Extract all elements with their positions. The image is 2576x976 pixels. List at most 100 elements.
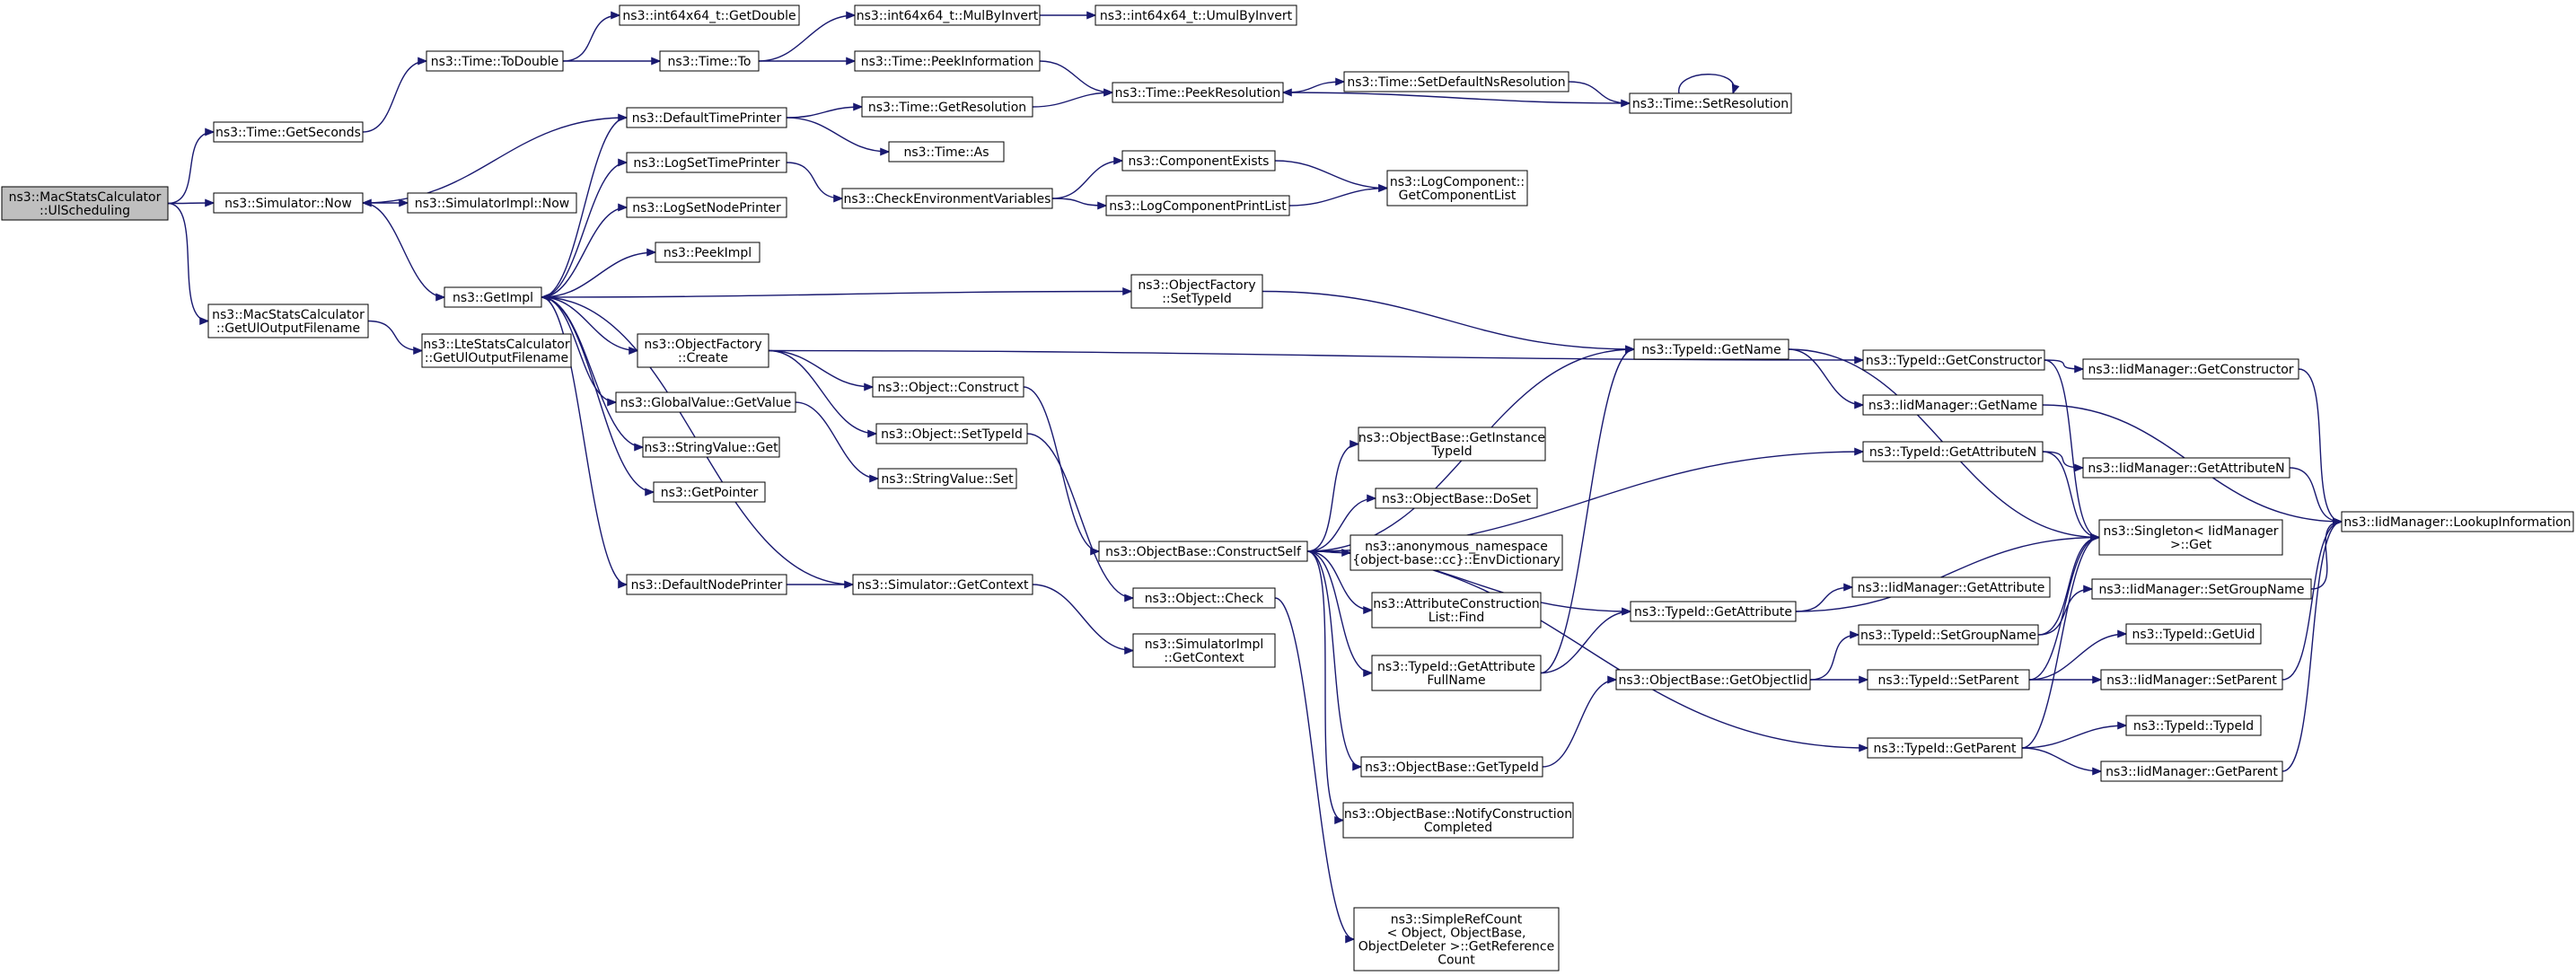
- edge-log-component-print-list-to-log-component-get-component-list: [1288, 187, 1388, 207]
- edge-object-check-to-simple-ref-count-get-reference-count: [1274, 597, 1355, 940]
- edge-type-id-get-attribute-n-to-singleton-get: [2042, 451, 2100, 539]
- node-object-base-do-set[interactable]: ns3::ObjectBase::DoSet: [1375, 488, 1538, 509]
- node-mac-stats-calculator-ul-scheduling[interactable]: ns3::MacStatsCalculator::UlScheduling: [1, 186, 169, 221]
- node-default-time-printer[interactable]: ns3::DefaultTimePrinter: [626, 107, 787, 128]
- node-object-factory-set-type-id[interactable]: ns3::ObjectFactory::SetTypeId: [1130, 274, 1263, 309]
- node-label-line: ns3::IidManager::LookupInformation: [2343, 515, 2571, 530]
- node-label-line: ns3::MacStatsCalculator: [212, 308, 365, 322]
- node-simulator-impl-get-context[interactable]: ns3::SimulatorImpl::GetContext: [1132, 633, 1276, 668]
- node-simulator-get-context[interactable]: ns3::Simulator::GetContext: [852, 574, 1033, 595]
- node-time-as[interactable]: ns3::Time::As: [888, 141, 1005, 163]
- node-peek-impl[interactable]: ns3::PeekImpl: [655, 242, 760, 263]
- node-global-value-get-value[interactable]: ns3::GlobalValue::GetValue: [615, 391, 796, 413]
- node-type-id-get-attribute[interactable]: ns3::TypeId::GetAttribute: [1630, 601, 1797, 622]
- node-singleton-get[interactable]: ns3::Singleton< IidManager >::Get: [2098, 519, 2283, 556]
- node-type-id-get-name[interactable]: ns3::TypeId::GetName: [1633, 339, 1789, 360]
- edge-get-impl-to-default-time-printer: [541, 117, 628, 298]
- node-type-id-get-attribute-n[interactable]: ns3::TypeId::GetAttributeN: [1862, 441, 2044, 462]
- edge-arrowhead: [2117, 629, 2128, 638]
- node-log-component-get-component-list[interactable]: ns3::LogComponent::GetComponentList: [1386, 170, 1528, 207]
- node-simple-ref-count-get-reference-count[interactable]: ns3::SimpleRefCount< Object, ObjectBase,…: [1353, 907, 1560, 972]
- edge-iid-manager-get-constructor-to-iid-manager-lookup-information: [2298, 368, 2343, 523]
- node-log-component-print-list[interactable]: ns3::LogComponentPrintList: [1105, 195, 1290, 216]
- edge-type-id-get-attribute-full-name-to-type-id-get-name: [1540, 348, 1635, 674]
- node-time-to-double[interactable]: ns3::Time::ToDouble: [426, 50, 564, 72]
- edge-iid-manager-get-attribute-n-to-iid-manager-lookup-information: [2289, 467, 2343, 523]
- node-iid-manager-set-parent[interactable]: ns3::IidManager::SetParent: [2100, 669, 2283, 690]
- node-box: [207, 303, 369, 339]
- node-label-line: ns3::TypeId::GetAttribute: [1634, 605, 1792, 620]
- node-time-peek-resolution[interactable]: ns3::Time::PeekResolution: [1112, 82, 1284, 103]
- node-string-value-set[interactable]: ns3::StringValue::Set: [877, 468, 1017, 489]
- node-time-set-default-ns-resolution[interactable]: ns3::Time::SetDefaultNsResolution: [1343, 71, 1569, 92]
- node-iid-manager-get-attribute-n[interactable]: ns3::IidManager::GetAttributeN: [2082, 457, 2290, 479]
- edge-arrowhead: [1281, 88, 1292, 97]
- node-lte-stats-calculator-get-ul-output-filename[interactable]: ns3::LteStatsCalculator::GetUlOutputFile…: [421, 333, 572, 368]
- node-type-id-set-parent[interactable]: ns3::TypeId::SetParent: [1867, 669, 2030, 690]
- node-object-construct[interactable]: ns3::Object::Construct: [872, 376, 1024, 398]
- node-object-check[interactable]: ns3::Object::Check: [1132, 587, 1276, 609]
- node-box: [888, 141, 1005, 163]
- edge-arrowhead: [607, 398, 618, 407]
- edge-type-id-set-parent-to-type-id-get-uid: [2028, 633, 2127, 681]
- node-label-line: ns3::anonymous_namespace: [1365, 540, 1548, 554]
- node-default-node-printer[interactable]: ns3::DefaultNodePrinter: [626, 574, 787, 595]
- node-object-base-construct-self[interactable]: ns3::ObjectBase::ConstructSelf: [1098, 541, 1308, 562]
- node-time-set-resolution[interactable]: ns3::Time::SetResolution: [1629, 92, 1792, 114]
- node-int64x64-get-double[interactable]: ns3::int64x64_t::GetDouble: [619, 4, 800, 26]
- node-component-exists[interactable]: ns3::ComponentExists: [1121, 150, 1276, 171]
- node-object-base-get-type-id[interactable]: ns3::ObjectBase::GetTypeId: [1360, 756, 1543, 778]
- node-mac-stats-calculator-get-ul-output-filename[interactable]: ns3::MacStatsCalculator::GetUlOutputFile…: [207, 303, 369, 339]
- edge-get-impl-to-peek-impl: [541, 251, 656, 298]
- node-object-base-get-object-iid[interactable]: ns3::ObjectBase::GetObjectIid: [1615, 669, 1811, 690]
- edge-time-peek-information-to-time-peek-resolution: [1039, 60, 1113, 93]
- node-label-line: GetComponentList: [1399, 189, 1517, 203]
- node-type-id-set-group-name[interactable]: ns3::TypeId::SetGroupName: [1858, 624, 2039, 646]
- node-log-set-node-printer[interactable]: ns3::LogSetNodePrinter: [626, 197, 787, 218]
- node-box: [407, 192, 577, 214]
- node-iid-manager-get-constructor[interactable]: ns3::IidManager::GetConstructor: [2082, 358, 2299, 380]
- edge-object-base-get-type-id-to-object-base-get-object-iid: [1542, 679, 1617, 768]
- edge-arrowhead: [205, 198, 215, 207]
- node-iid-manager-get-parent[interactable]: ns3::IidManager::GetParent: [2100, 761, 2283, 782]
- edge-object-base-construct-self-to-type-id-get-attribute-full-name: [1306, 550, 1373, 674]
- node-object-base-notify-construction-completed[interactable]: ns3::ObjectBase::NotifyConstructionCompl…: [1342, 802, 1574, 839]
- node-label-line: ::GetUlOutputFilename: [425, 351, 568, 365]
- node-iid-manager-get-attribute[interactable]: ns3::IidManager::GetAttribute: [1851, 576, 2051, 598]
- node-int64x64-umul-by-invert[interactable]: ns3::int64x64_t::UmulByInvert: [1095, 4, 1297, 26]
- node-get-pointer[interactable]: ns3::GetPointer: [653, 481, 766, 503]
- node-string-value-get[interactable]: ns3::StringValue::Get: [642, 436, 780, 458]
- edge-arrowhead: [1859, 743, 1869, 752]
- node-type-id-get-constructor[interactable]: ns3::TypeId::GetConstructor: [1862, 349, 2045, 371]
- node-iid-manager-get-name[interactable]: ns3::IidManager::GetName: [1862, 394, 2044, 416]
- node-type-id-type-id[interactable]: ns3::TypeId::TypeId: [2125, 715, 2262, 736]
- node-simulator-impl-now[interactable]: ns3::SimulatorImpl::Now: [407, 192, 577, 214]
- node-iid-manager-lookup-information[interactable]: ns3::IidManager::LookupInformation: [2341, 511, 2574, 532]
- node-label-line: ns3::int64x64_t::UmulByInvert: [1100, 9, 1293, 23]
- edge-get-impl-to-string-value-get: [541, 296, 644, 448]
- node-object-factory-create[interactable]: ns3::ObjectFactory::Create: [637, 333, 769, 368]
- node-time-get-seconds[interactable]: ns3::Time::GetSeconds: [213, 121, 364, 143]
- node-box: [642, 436, 780, 458]
- node-object-set-type-id[interactable]: ns3::Object::SetTypeId: [875, 423, 1028, 444]
- node-time-peek-information[interactable]: ns3::Time::PeekInformation: [854, 50, 1041, 72]
- node-time-get-resolution[interactable]: ns3::Time::GetResolution: [861, 96, 1033, 118]
- node-box: [653, 481, 766, 503]
- node-anonymous-env-dictionary[interactable]: ns3::anonymous_namespace{object-base::cc…: [1350, 534, 1563, 571]
- node-time-to[interactable]: ns3::Time::To: [659, 50, 760, 72]
- node-simulator-now[interactable]: ns3::Simulator::Now: [213, 192, 364, 214]
- node-check-environment-variables[interactable]: ns3::CheckEnvironmentVariables: [841, 188, 1053, 209]
- node-log-set-time-printer[interactable]: ns3::LogSetTimePrinter: [626, 152, 787, 173]
- node-box: [1350, 534, 1563, 571]
- edge-object-base-construct-self-to-object-base-get-instance-type-id: [1306, 443, 1359, 552]
- node-type-id-get-uid[interactable]: ns3::TypeId::GetUid: [2125, 623, 2262, 645]
- node-int64x64-mul-by-invert[interactable]: ns3::int64x64_t::MulByInvert: [854, 4, 1041, 26]
- node-type-id-get-parent[interactable]: ns3::TypeId::GetParent: [1867, 737, 2023, 759]
- node-iid-manager-set-group-name[interactable]: ns3::IidManager::SetGroupName: [2091, 578, 2312, 600]
- edge-arrowhead: [1124, 646, 1135, 655]
- edge-mac-stats-calculator-ul-scheduling-to-time-get-seconds: [167, 131, 215, 205]
- node-get-impl[interactable]: ns3::GetImpl: [444, 286, 542, 308]
